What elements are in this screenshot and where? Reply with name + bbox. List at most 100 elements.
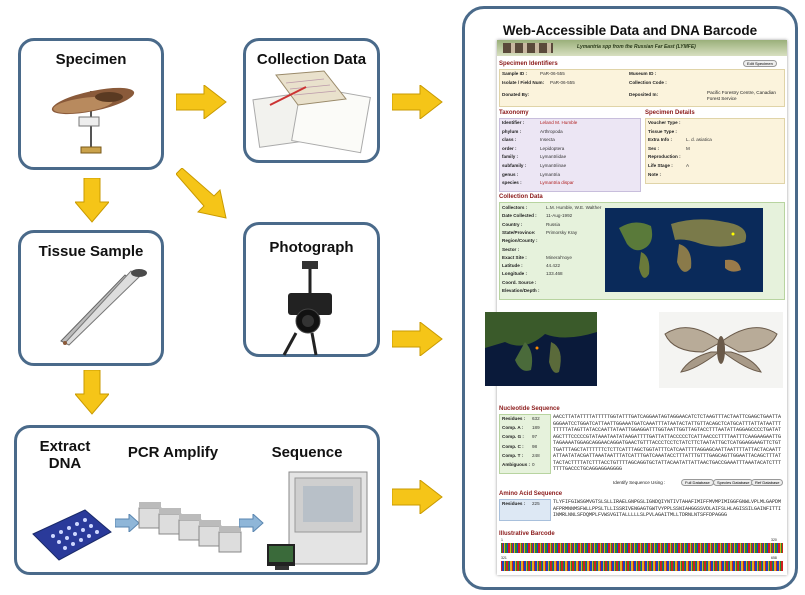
taxonomy-value: Lymantriidae bbox=[540, 154, 567, 160]
taxonomy-row: family :Lymantriidae bbox=[502, 154, 566, 159]
satellite-map-image bbox=[485, 312, 597, 386]
nucleotide-value: 632 bbox=[532, 416, 540, 421]
species-database-button[interactable]: Species Database bbox=[713, 479, 754, 486]
taxonomy-row: phylum :Arthropoda bbox=[502, 129, 563, 134]
tissue-sample-box: Tissue Sample bbox=[18, 230, 164, 366]
barcode-strip-2 bbox=[501, 561, 783, 571]
ref-database-button[interactable]: Ref Database bbox=[751, 479, 784, 486]
specimen-detail-value: L. d. asiatica bbox=[686, 137, 712, 143]
taxonomy-title: Taxonomy bbox=[499, 110, 529, 116]
specimen-detail-row: Voucher Type : bbox=[648, 120, 686, 125]
taxonomy-label: genus : bbox=[502, 171, 519, 177]
nucleotide-row: Comp. C : 98 bbox=[502, 444, 537, 449]
collection-value: Primorsky Kray bbox=[546, 229, 578, 235]
taxonomy-row: genus : Lymantria bbox=[502, 172, 560, 177]
nucleotide-value: 189 bbox=[532, 425, 540, 431]
barcode-left-end: 320 bbox=[771, 538, 777, 542]
extract-dna-title: Extract DNA bbox=[25, 438, 105, 472]
nucleotide-label: Comp. A : bbox=[502, 425, 524, 431]
nucleotide-label: Comp. C : bbox=[502, 443, 524, 449]
web-page-screenshot: Lymantria spp from the Russian Far East … bbox=[485, 40, 787, 575]
tissue-sample-title: Tissue Sample bbox=[38, 243, 144, 260]
nucleotide-row: Comp. G : 97 bbox=[502, 434, 537, 439]
collection-row: Region/County : bbox=[502, 238, 546, 243]
pcr-machines-image bbox=[138, 502, 242, 553]
taxonomy-label: phylum : bbox=[502, 128, 522, 134]
world-map-image bbox=[605, 208, 763, 292]
nucleotide-row: Residues : 632 bbox=[502, 416, 540, 421]
specimen-identifiers-title: Specimen Identifiers bbox=[499, 61, 558, 67]
forceps-image bbox=[60, 269, 147, 346]
taxonomy-value: Lymantria bbox=[540, 171, 560, 177]
specimen-moth-image bbox=[51, 87, 135, 154]
collection-label: Country : bbox=[502, 221, 523, 227]
nucleotide-label: Residues : bbox=[502, 416, 526, 421]
identify-label: Identify Sequence Using : bbox=[613, 480, 666, 485]
taxonomy-value: Insecta bbox=[540, 137, 555, 143]
pcr-amplify-title: PCR Amplify bbox=[127, 444, 219, 461]
barcode-right-start: 321 bbox=[501, 556, 507, 560]
edit-specimen-button[interactable]: Edit Specimen bbox=[743, 60, 777, 67]
taxonomy-row: species : Lymantria dispar bbox=[502, 180, 574, 185]
collection-data-title: Collection Data bbox=[256, 51, 367, 68]
photograph-box: Photograph bbox=[243, 222, 380, 357]
nucleotide-label: Ambiguous : bbox=[502, 462, 531, 467]
taxonomy-label: species : bbox=[502, 180, 522, 186]
taxonomy-value: Lymantria dispar bbox=[540, 180, 574, 186]
full-database-button[interactable]: Full Database bbox=[681, 479, 714, 486]
specimen-detail-value: M bbox=[686, 145, 690, 151]
specimen-details-title: Specimen Details bbox=[645, 110, 695, 116]
web-banner: Lymantria spp from the Russian Far East … bbox=[497, 40, 787, 56]
nucleotide-value: 248 bbox=[532, 452, 540, 458]
specimen-title: Specimen bbox=[55, 51, 127, 68]
sequencer-image bbox=[267, 471, 368, 570]
specimen-box: Specimen bbox=[18, 38, 164, 170]
barcode-strip-1 bbox=[501, 543, 783, 553]
collection-row: Sector : bbox=[502, 247, 546, 252]
specimen-detail-label: Note : bbox=[648, 171, 662, 177]
collection-value: 44.422 bbox=[546, 263, 561, 269]
amino-sequence-text: TLYFIFGIWSGMVGTSLSLLIRAELGNPGSLIGNDQIYNT… bbox=[553, 499, 782, 518]
specimen-detail-row: Note : bbox=[648, 172, 686, 177]
specimen-detail-row: Tissue Type : bbox=[648, 129, 686, 134]
arrow-specimen-to-tissue bbox=[75, 178, 109, 223]
collection-label: Collectors : bbox=[502, 205, 528, 210]
moth-thumbnails bbox=[503, 43, 553, 53]
nucleotide-label: Comp. G : bbox=[502, 434, 524, 440]
collection-label: Longitude : bbox=[502, 271, 528, 277]
web-banner-text: Lymantria spp from the Russian Far East … bbox=[577, 44, 696, 50]
arrow-photograph-to-web bbox=[392, 322, 443, 356]
taxonomy-row: subfamily :Lymantriinae bbox=[502, 163, 566, 168]
nucleotide-sequence-text: AACCTTATATTTTATTTTTGGTATTTGATCAGGAATAGTA… bbox=[553, 414, 782, 472]
collection-row: Longitude :133.468 bbox=[502, 271, 563, 276]
collection-row: Elevation/Depth : bbox=[502, 288, 546, 293]
specimen-detail-label: Reproduction : bbox=[648, 154, 681, 160]
nucleotide-value: 0 bbox=[532, 462, 535, 467]
moth-photo-image bbox=[659, 312, 783, 388]
collection-row: Date Collected :11-Aug-1992 bbox=[502, 213, 572, 218]
collection-value: Mineral'noye bbox=[546, 254, 572, 260]
nucleotide-value: 98 bbox=[532, 443, 538, 449]
collection-value: Russia bbox=[546, 221, 561, 227]
collection-row: Coord. Source : bbox=[502, 280, 546, 285]
web-panel-title: Web-Accessible Data and DNA Barcode bbox=[502, 23, 758, 38]
collection-label: Exact Site : bbox=[502, 254, 527, 260]
collection-label: Sector : bbox=[502, 246, 520, 252]
collection-row: State/Province:Primorsky Kray bbox=[502, 230, 577, 235]
specimen-detail-label: Extra Info : bbox=[648, 137, 672, 143]
taxonomy-label: Identifier : bbox=[502, 120, 525, 125]
nucleotide-title: Nucleotide Sequence bbox=[499, 406, 560, 412]
specimen-detail-row: Sex :M bbox=[648, 146, 690, 151]
deposited-value: Pacific Forestry Centre, Canadian Forest… bbox=[707, 90, 776, 101]
specimen-detail-row: Life Stage :A bbox=[648, 163, 689, 168]
amino-title: Amino Acid Sequence bbox=[499, 491, 563, 497]
nucleotide-value: 97 bbox=[532, 434, 538, 440]
arrow-collection-to-web bbox=[392, 85, 443, 119]
taxonomy-row: Identifier :Leland M. Humble bbox=[502, 120, 577, 125]
collection-label: Region/County : bbox=[502, 238, 538, 244]
taxonomy-value: Lymantriinae bbox=[540, 163, 567, 168]
field-notebook-image bbox=[252, 70, 371, 154]
taxonomy-value: Lepidoptera bbox=[540, 145, 565, 151]
collection-label: Elevation/Depth : bbox=[502, 288, 540, 293]
barcode-right-end: 658 bbox=[771, 556, 777, 560]
